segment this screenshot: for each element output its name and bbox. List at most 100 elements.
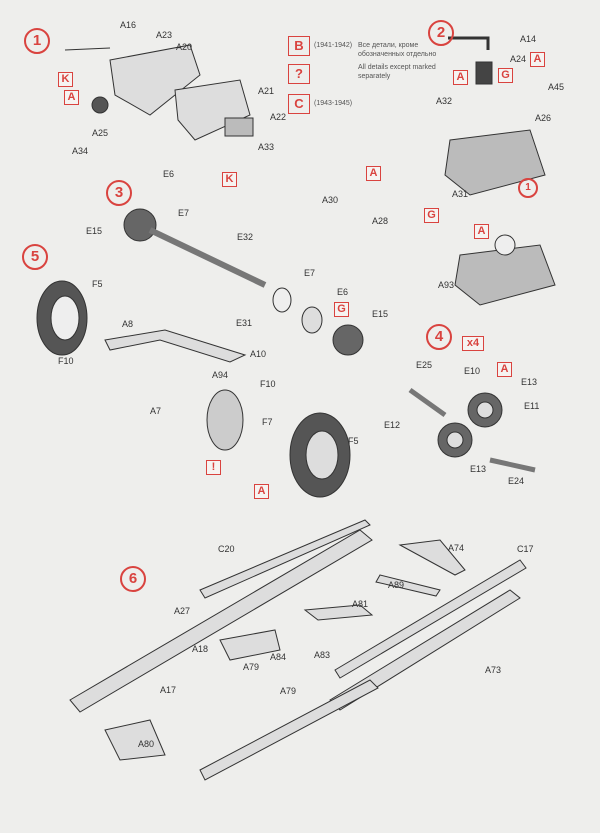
variant-box: A [366,166,381,181]
legend-note-ru: Все детали, кроме обозначенных отдельно [358,42,437,58]
part-label: A79 [243,662,260,672]
quantity-box: x4 [462,336,484,351]
part-label: E31 [236,318,253,328]
variant-box: G [424,208,439,223]
part-label: A83 [314,650,331,660]
part-a89 [375,574,441,597]
part-a80 [104,719,166,761]
part-f5-rim-2 [305,430,339,480]
part-label: E15 [86,226,103,236]
part-label: E24 [508,476,525,486]
part-label: E32 [237,232,254,242]
variant-box: ! [206,460,221,475]
part-a16-rod [64,47,111,51]
part-label: E13 [470,464,487,474]
chassis-rail-c20 [199,519,371,599]
part-label: E13 [521,377,538,387]
part-label: E10 [464,366,481,376]
variant-box: A [254,484,269,499]
part-label: A89 [388,580,405,590]
step-3-marker: 3 [106,180,132,206]
part-e32-axle [148,227,267,288]
legend-b-years: (1941-1942) [314,42,353,49]
part-e7-disc [272,287,292,313]
part-label: A81 [352,599,369,609]
part-label: E15 [372,309,389,319]
part-label: E7 [304,268,316,278]
part-e15-sprocket [332,324,364,356]
part-label: F10 [260,379,276,389]
part-label: A14 [520,34,537,44]
part-e6-hub [301,306,323,334]
variant-box: K [58,72,73,87]
part-label: A79 [280,686,297,696]
part-label: A34 [72,146,89,156]
part-a22 [224,117,254,137]
part-a84 [219,629,281,661]
part-f10-rim [50,295,80,341]
part-label: A33 [258,142,275,152]
part-label: A84 [270,652,287,662]
variant-box: A [64,90,79,105]
chassis-rail-a27 [69,529,373,713]
variant-box: G [498,68,513,83]
part-f10-disc [206,389,244,451]
part-label: A22 [270,112,287,122]
part-a81 [303,604,374,621]
chassis-rail-c17 [334,559,527,679]
step-1-reference: 1 [518,178,538,198]
step-5-marker: 5 [22,244,48,270]
part-label: A26 [535,113,552,123]
part-label: E11 [524,401,540,411]
air-filter [494,234,516,256]
legend-box-b: B [288,36,310,56]
part-label: A45 [548,82,565,92]
part-label: F10 [58,356,74,366]
step-2-marker: 2 [428,20,454,46]
part-label: A16 [120,20,137,30]
part-label: A32 [436,96,453,106]
part-label: A8 [122,319,134,329]
part-label: A7 [150,406,162,416]
part-e25-spring [408,387,447,418]
part-label: A80 [138,739,155,749]
part-a25 [91,96,109,114]
part-a14-crank [448,36,490,50]
variant-box: A [453,70,468,85]
part-label: A24 [510,54,527,64]
part-label: F7 [262,417,273,427]
part-label: E6 [337,287,349,297]
variant-box: A [474,224,489,239]
part-label: A93 [438,280,455,290]
part-a10-beam [104,329,247,363]
variant-box: A [530,52,545,67]
part-e24-spring [489,457,536,473]
part-e13-hub-2 [446,431,464,449]
chassis-rail-lower [199,679,379,781]
part-label: A18 [192,644,209,654]
part-label: E25 [416,360,433,370]
part-label: A30 [322,195,339,205]
part-label: A25 [92,128,109,138]
part-label: F5 [348,436,359,446]
part-label: A28 [372,216,389,226]
legend-note-en: All details except marked separately [358,64,436,80]
part-label: C17 [517,544,534,554]
step-6-marker: 6 [120,566,146,592]
part-e6-sprocket [123,208,157,242]
variant-box: G [334,302,349,317]
part-label: A73 [485,665,502,675]
part-a21-body [174,79,251,141]
engine-assembled [454,244,556,306]
part-label: E7 [178,208,190,218]
part-e13-hub [476,401,494,419]
part-label: C20 [218,544,235,554]
legend-c-years: (1943-1945) [314,100,353,107]
part-a24 [475,61,493,85]
part-label: A21 [258,86,275,96]
step-4-marker: 4 [426,324,452,350]
legend-box-c: C [288,94,310,114]
variant-box: K [222,172,237,187]
part-a74 [398,539,466,576]
part-label: A23 [156,30,173,40]
